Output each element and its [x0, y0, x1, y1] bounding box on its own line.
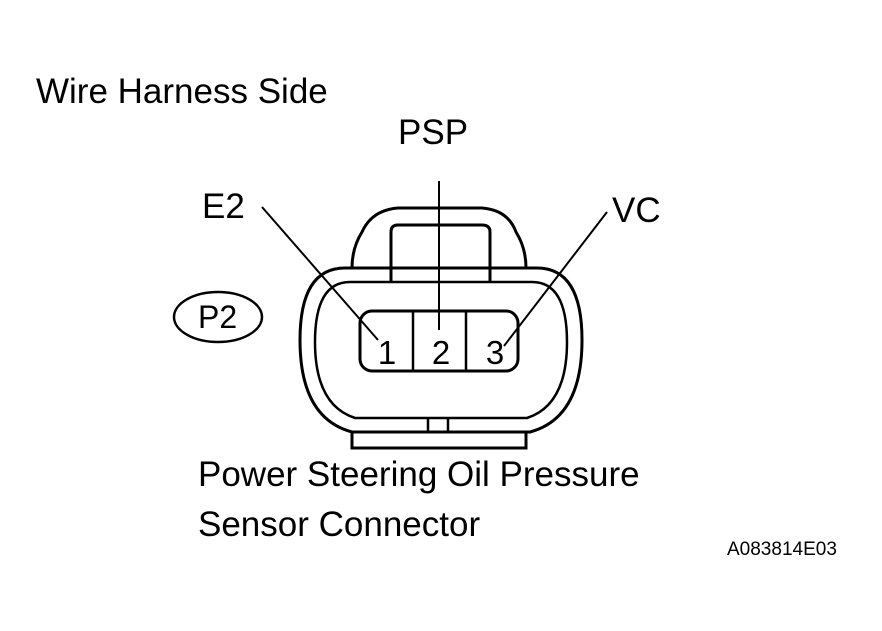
pin-2-callout-label: PSP [398, 113, 469, 152]
connector-body-outer [298, 266, 584, 434]
connector-latch-tab [389, 223, 492, 283]
connector-code-oval [172, 290, 264, 344]
figure-code: A083814E03 [727, 539, 837, 560]
pin-3-number: 3 [486, 334, 504, 371]
connector-body-inner [313, 280, 569, 420]
pin-1-number: 1 [378, 334, 396, 371]
connector-code-label: P2 [198, 299, 238, 335]
diagram-title: Wire Harness Side [36, 72, 328, 111]
caption-line-1: Power Steering Oil Pressure [198, 455, 640, 494]
caption-line-2: Sensor Connector [198, 505, 481, 544]
leader-line-e2 [261, 206, 379, 341]
connector-bottom-key [350, 432, 528, 450]
pin-2-number: 2 [432, 334, 450, 371]
pin-1-callout-label: E2 [202, 187, 245, 226]
leader-line-vc [503, 211, 608, 347]
pin-3-callout-label: VC [612, 191, 661, 230]
connector-key-notch [426, 418, 450, 434]
